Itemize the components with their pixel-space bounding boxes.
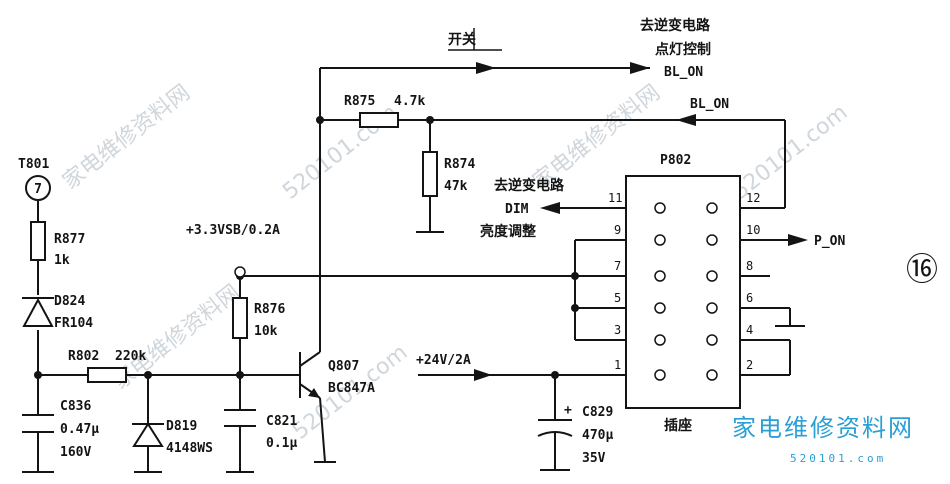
p-on-signal: P_ON: [788, 234, 845, 249]
q807-ref: Q807: [328, 359, 359, 374]
dim-label: DIM: [505, 202, 529, 217]
pin-label: 11: [608, 191, 622, 205]
watermark-text: 家电维修资料网: [58, 80, 195, 195]
brightness-label: 亮度调整: [480, 223, 537, 240]
resistor-r876: R876 10k: [232, 297, 285, 339]
transistor-q807: Q807 BC847A: [299, 351, 375, 399]
pin-label: 8: [746, 259, 753, 273]
v24-label: +24V/2A: [416, 353, 471, 368]
pin-label: 1: [614, 358, 621, 372]
pin-label: 3: [614, 323, 621, 337]
d819-value: 4148WS: [166, 441, 213, 456]
c836-voltage: 160V: [60, 445, 91, 460]
arrow-right-icon: [630, 62, 650, 74]
p802-ref: P802: [660, 153, 691, 168]
t801-ref: T801: [18, 157, 49, 172]
pin-label: 4: [746, 323, 753, 337]
inverter-label-1: 去逆变电路: [640, 17, 711, 34]
d819-ref: D819: [166, 419, 197, 434]
plus-icon: +: [564, 403, 572, 418]
bl-on-input: BL_ON: [676, 97, 729, 126]
r877-value: 1k: [54, 253, 70, 268]
site-logo: 家电维修资料网 520101.com: [732, 414, 914, 465]
logo-url: 520101.com: [790, 452, 886, 465]
r802-value: 220k: [115, 349, 146, 364]
r802-ref: R802: [68, 349, 99, 364]
pin-label: 6: [746, 291, 753, 305]
switch-signal: 开关 去逆变电路 点灯控制 BL_ON: [448, 17, 711, 80]
vsb-terminal: +3.3VSB/0.2A: [186, 223, 280, 278]
r875-value: 4.7k: [394, 94, 425, 109]
diode-d819: D819 4148WS: [132, 419, 213, 456]
watermark-text: 家电维修资料网: [108, 280, 245, 395]
diode-d824: D824 FR104: [22, 294, 93, 331]
bl-on-out-label: BL_ON: [664, 65, 703, 80]
pin-label: 9: [614, 223, 621, 237]
v24-input: +24V/2A: [416, 353, 492, 381]
c829-value: 470μ: [582, 428, 613, 443]
arrow-left-icon: [540, 202, 560, 214]
switch-label: 开关: [448, 31, 476, 48]
resistor-r877: R877 1k: [30, 221, 85, 268]
arrow-right-icon: [476, 62, 496, 74]
transformer-t801: T801 7: [18, 157, 51, 201]
d824-value: FR104: [54, 316, 93, 331]
pin-label: 12: [746, 191, 760, 205]
c836-value: 0.47μ: [60, 422, 99, 437]
r875-ref: R875: [344, 94, 375, 109]
vsb-label: +3.3VSB/0.2A: [186, 223, 280, 238]
arrow-right-icon: [474, 369, 492, 381]
inverter-label-2: 去逆变电路: [494, 177, 565, 194]
watermark-url: 520101.com: [728, 100, 852, 205]
r874-ref: R874: [444, 157, 475, 172]
pin-label: 10: [746, 223, 760, 237]
c836-ref: C836: [60, 399, 91, 414]
bl-on-in-label: BL_ON: [690, 97, 729, 112]
resistor-r874: R874 47k: [422, 151, 475, 197]
backlight-control-label: 点灯控制: [655, 41, 711, 58]
r876-value: 10k: [254, 324, 278, 339]
dim-signal: 去逆变电路 DIM 亮度调整: [480, 177, 565, 240]
r877-ref: R877: [54, 232, 85, 247]
c829-voltage: 35V: [582, 451, 606, 466]
connector-p802: P802 11 9 7 5 3 1 12 10 8 6 4 2 插座: [608, 153, 760, 434]
r876-ref: R876: [254, 302, 285, 317]
logo-cn: 家电维修资料网: [732, 414, 914, 442]
c821-value: 0.1μ: [266, 436, 297, 451]
t801-pin: 7: [34, 182, 42, 197]
p-on-label: P_ON: [814, 234, 845, 249]
pin-label: 5: [614, 291, 621, 305]
capacitor-c829: + C829 470μ 35V: [537, 403, 613, 466]
c829-ref: C829: [582, 405, 613, 420]
arrow-left-icon: [676, 114, 696, 126]
socket-label: 插座: [664, 417, 692, 434]
ground-symbols: [22, 231, 570, 473]
resistor-r875: R875 4.7k: [344, 94, 425, 128]
figure-number: ⑯: [906, 250, 938, 288]
pin-label: 7: [614, 259, 621, 273]
pin-label: 2: [746, 358, 753, 372]
q807-value: BC847A: [328, 381, 375, 396]
capacitor-c836: C836 0.47μ 160V: [22, 399, 99, 460]
c821-ref: C821: [266, 414, 297, 429]
arrow-right-icon: [788, 234, 808, 246]
resistor-r802: R802 220k: [68, 349, 146, 383]
d824-ref: D824: [54, 294, 85, 309]
capacitor-c821: C821 0.1μ: [224, 409, 297, 451]
r874-value: 47k: [444, 179, 468, 194]
